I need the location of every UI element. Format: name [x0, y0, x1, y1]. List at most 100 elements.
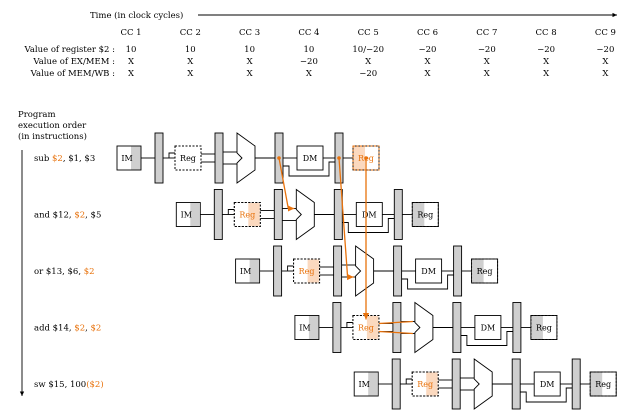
- forward-add-operand-1: [378, 320, 413, 325]
- instruction-text: sub: [34, 154, 52, 164]
- id-ex-register: [451, 358, 461, 410]
- alu-icon: [414, 301, 434, 354]
- instruction-label: add $14, $2, $2: [34, 324, 101, 334]
- register-file-write-outline: [589, 371, 617, 397]
- value-cell: X: [247, 69, 254, 79]
- register-highlight: ($2): [86, 379, 103, 390]
- time-axis-label: Time (in clock cycles): [90, 10, 183, 21]
- register-write-shade: [353, 146, 365, 170]
- im-shade: [308, 316, 319, 339]
- value-cell: −20: [300, 57, 318, 67]
- reg-write-label: Reg: [536, 324, 552, 333]
- reg-label: Reg: [417, 380, 433, 389]
- im-label: IM: [299, 324, 310, 333]
- register-file-outline: [411, 371, 439, 397]
- data-memory-box: [296, 145, 324, 171]
- instruction-label: sub $2, $1, $3: [34, 154, 95, 164]
- id-ex-register: [333, 245, 343, 297]
- data-memory-box: [415, 258, 443, 284]
- value-row-label: Value of register $2 :: [23, 45, 115, 55]
- instruction-text: sw $15, 100: [34, 380, 86, 390]
- mem-wb-register: [571, 358, 581, 410]
- forward-add-operand-2: [378, 330, 413, 335]
- value-cell: X: [187, 69, 194, 79]
- reg-label: Reg: [358, 324, 374, 333]
- instruction-pipelines: IMRegDMRegIMRegDMRegIMRegDMRegIMRegDMReg…: [116, 132, 617, 410]
- alu-icon: [473, 358, 493, 410]
- dm-label: DM: [303, 154, 318, 163]
- program-order-line-2: execution order: [18, 121, 87, 131]
- value-cell: X: [306, 69, 313, 79]
- register-file-outline: [174, 145, 202, 171]
- forward-exmem-to-and: [278, 157, 295, 212]
- value-cell: 10: [185, 45, 196, 55]
- instruction-text: and $12,: [34, 211, 74, 221]
- register-read-highlight: [307, 259, 320, 283]
- forwarding-paths: [277, 156, 413, 335]
- value-cell: X: [128, 69, 135, 79]
- cc-label: CC 9: [595, 28, 616, 38]
- program-order-label: Program execution order (in instructions…: [18, 110, 87, 396]
- register-read-highlight: [426, 372, 438, 396]
- ex-mem-register: [333, 189, 343, 240]
- value-cell: X: [365, 57, 372, 67]
- value-cell: 10: [126, 45, 137, 55]
- connector: [287, 265, 294, 271]
- data-memory-box: [533, 371, 561, 397]
- program-order-line-1: Program: [18, 110, 56, 120]
- register-read-highlight: [366, 316, 379, 339]
- bypass-wire: [401, 274, 454, 290]
- if-id-register: [273, 245, 283, 297]
- instruction-label: or $13, $6, $2: [34, 267, 95, 277]
- cc-label: CC 4: [298, 28, 319, 38]
- program-order-line-3: (in instructions): [18, 131, 87, 142]
- register-value-table: Value of register $2 : 10 10 10 10 10/−20 −20 −…: [23, 45, 614, 79]
- bypass-wire: [460, 331, 513, 346]
- value-cell: 10: [303, 45, 314, 55]
- register-write-shade: [531, 316, 543, 339]
- cc-label: CC 8: [536, 28, 557, 38]
- register-write-shade: [472, 259, 484, 283]
- instruction-text: add $14,: [34, 324, 74, 334]
- dm-label: DM: [421, 267, 436, 276]
- register-write-shade: [412, 203, 425, 226]
- value-cell: 10/−20: [352, 45, 384, 55]
- value-cell: −20: [419, 45, 437, 55]
- value-cell: X: [602, 69, 609, 79]
- cc-label: CC 1: [120, 28, 141, 38]
- im-shade: [131, 146, 141, 170]
- forward-source-dot: [364, 156, 368, 160]
- value-cell: X: [424, 69, 431, 79]
- register-write-shade: [590, 372, 603, 396]
- im-label: IM: [181, 211, 192, 220]
- cc-label: CC 3: [239, 28, 260, 38]
- ex-mem-register: [393, 245, 403, 297]
- value-cell: X: [543, 69, 550, 79]
- reg-label: Reg: [180, 154, 196, 163]
- im-shade: [190, 203, 200, 226]
- if-id-register: [332, 302, 342, 353]
- dm-label: DM: [362, 211, 377, 220]
- value-cell: X: [484, 69, 491, 79]
- reg-label: Reg: [299, 267, 315, 276]
- value-cell: 10: [244, 45, 255, 55]
- if-id-register: [154, 132, 164, 184]
- value-cell: X: [543, 57, 550, 67]
- id-ex-register: [214, 132, 224, 184]
- cc-label: CC 6: [417, 28, 438, 38]
- connector: [405, 378, 413, 384]
- value-cell: −20: [537, 45, 555, 55]
- if-id-register: [391, 358, 401, 410]
- register-file-outline: [233, 202, 261, 227]
- im-label: IM: [240, 267, 251, 276]
- id-ex-register: [273, 189, 283, 240]
- register-read-highlight: [248, 203, 260, 226]
- mem-wb-register: [453, 245, 463, 297]
- value-cell: X: [247, 57, 254, 67]
- connector: [227, 209, 235, 215]
